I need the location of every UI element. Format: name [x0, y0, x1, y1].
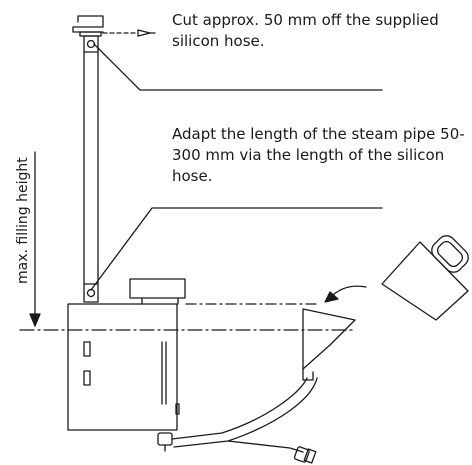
callout-cut-hose: Cut approx. 50 mm off the supplied silic… — [172, 11, 439, 50]
silicon-hose — [83, 35, 99, 53]
hose-fitting — [227, 440, 317, 464]
device-body — [67, 303, 180, 431]
filling-height-label: max. filling height — [15, 157, 31, 284]
filling-height-arrow — [29, 151, 41, 327]
pour-arrow — [324, 285, 367, 303]
screw-icon — [102, 29, 156, 37]
filling-funnel — [302, 308, 356, 381]
steam-pipe — [83, 51, 99, 303]
leader-line-cut — [93, 43, 383, 91]
callout-adapt-length: Adapt the length of the steam pipe 50-30… — [172, 125, 465, 185]
display-unit — [129, 278, 186, 305]
jug-icon — [381, 235, 469, 321]
drain-hose — [171, 377, 318, 448]
bottom-connector — [157, 432, 173, 452]
leader-line-adapt — [90, 207, 383, 291]
pipe-cap — [72, 15, 104, 37]
